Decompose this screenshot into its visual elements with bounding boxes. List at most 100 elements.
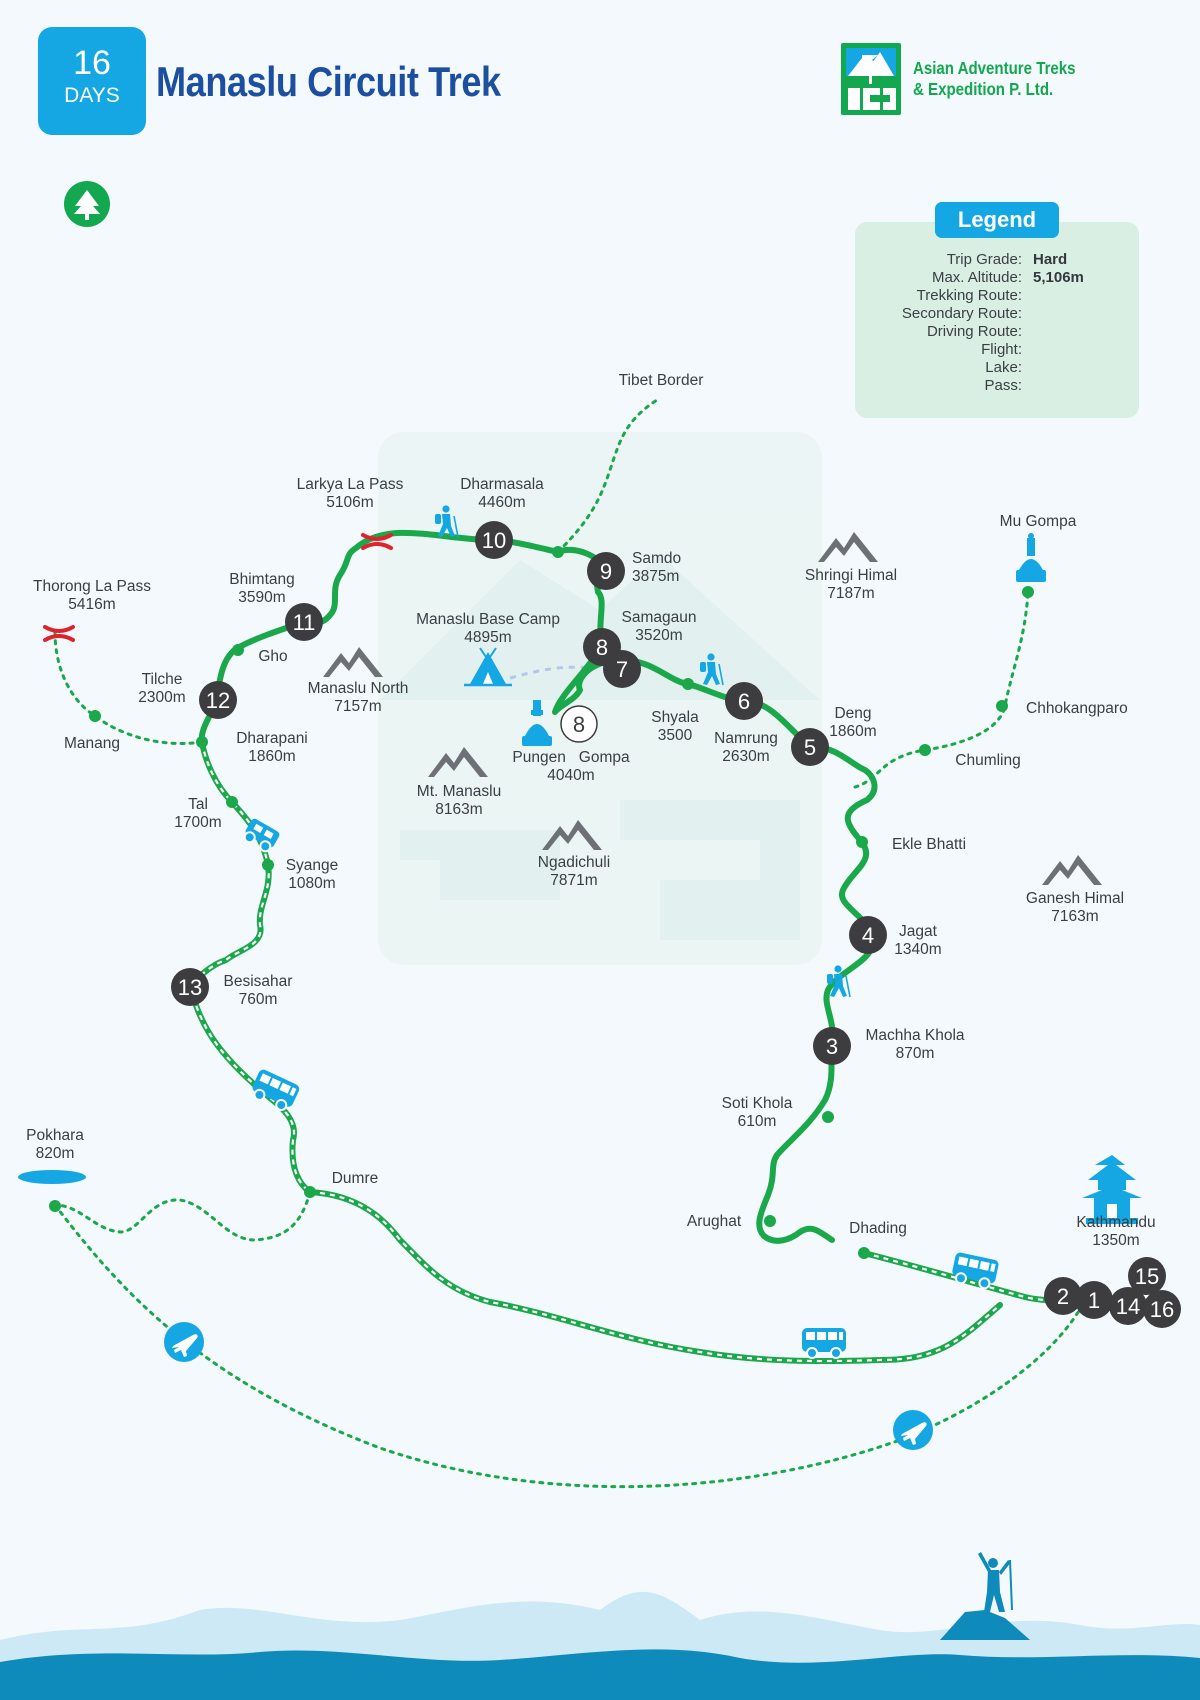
bottom-hills	[0, 1552, 1200, 1700]
day-marker-11: 11	[285, 603, 323, 641]
mountain-icon	[323, 647, 383, 677]
day-marker-16: 16	[1143, 1290, 1181, 1328]
company-name-line1: Asian Adventure Treks	[913, 58, 1076, 78]
svg-text:3: 3	[826, 1034, 838, 1059]
day-marker-6: 6	[725, 682, 763, 720]
climber-silhouette	[978, 1552, 1013, 1612]
mountain-icon	[818, 532, 878, 562]
mountain-icon	[1042, 855, 1102, 885]
svg-text:10: 10	[482, 528, 506, 553]
day-marker-1: 1	[1075, 1281, 1113, 1319]
day-marker-13: 13	[171, 968, 209, 1006]
days-badge: 16 DAYS	[38, 27, 146, 135]
svg-text:1: 1	[1088, 1288, 1100, 1313]
svg-text:5: 5	[804, 735, 816, 760]
days-unit: DAYS	[64, 84, 120, 107]
tree-icon	[64, 181, 110, 227]
bus-icon	[801, 1327, 847, 1359]
stupa-icon	[522, 700, 552, 746]
label-tibet-border: Tibet Border	[618, 372, 704, 389]
page-title: Manaslu Circuit Trek	[156, 58, 501, 105]
label-dhading: Dhading	[849, 1220, 907, 1237]
day-markers: 10 9 11 8 7 12 8 6 5 4 13 3 15 2 1 14 16	[171, 521, 1181, 1328]
day-marker-8-side: 8	[560, 705, 598, 743]
lake-icon	[18, 1170, 86, 1184]
day-marker-4: 4	[849, 916, 887, 954]
company-name-line2: & Expedition P. Ltd.	[913, 79, 1054, 99]
svg-text:4: 4	[862, 923, 874, 948]
secondary-routes	[53, 396, 1087, 1489]
day-marker-3: 3	[813, 1027, 851, 1065]
day-marker-15: 15	[1128, 1257, 1166, 1295]
svg-text:11: 11	[293, 610, 316, 635]
svg-text:8: 8	[573, 712, 585, 737]
legend-panel: Legend Trip Grade: Hard Max. Altitude: 5…	[855, 202, 1139, 418]
label-ekle-bhatti: Ekle Bhatti	[891, 836, 967, 853]
svg-text:7: 7	[616, 657, 628, 682]
company-name: Asian Adventure Treks & Expedition P. Lt…	[913, 58, 1076, 100]
svg-text:12: 12	[206, 688, 230, 713]
company-logo	[841, 43, 901, 115]
label-pungen-gompa: Pungen Gompa 4040m	[512, 749, 630, 784]
label-chhokangparo: Chhokangparo	[1026, 700, 1128, 717]
stupa-icon	[1016, 533, 1046, 582]
day-marker-2: 2	[1044, 1277, 1082, 1315]
legend-value-max-altitude: 5,106m	[1033, 269, 1084, 286]
tent-icon	[464, 647, 512, 687]
label-mu-gompa: Mu Gompa	[999, 513, 1077, 530]
label-gho: Gho	[258, 648, 288, 665]
day-marker-10: 10	[475, 521, 513, 559]
summit-rock	[940, 1610, 1030, 1640]
legend-title: Legend	[935, 202, 1059, 238]
plane-icon	[893, 1410, 933, 1450]
svg-text:9: 9	[600, 559, 612, 584]
legend-value-trip-grade: Hard	[1033, 251, 1068, 268]
label-manang: Manang	[63, 735, 121, 752]
day-marker-7: 7	[603, 650, 641, 688]
pass-icon	[43, 625, 75, 642]
svg-text:16: 16	[1150, 1297, 1174, 1322]
svg-text:15: 15	[1135, 1264, 1159, 1289]
jeep-icon	[243, 818, 280, 853]
svg-text:14: 14	[1116, 1294, 1140, 1319]
day-marker-14: 14	[1109, 1287, 1147, 1325]
plane-icon	[164, 1322, 204, 1362]
svg-text:2: 2	[1057, 1284, 1069, 1309]
svg-text:8: 8	[596, 635, 608, 660]
svg-text:13: 13	[178, 975, 202, 1000]
day-marker-9: 9	[587, 552, 625, 590]
days-number: 16	[73, 44, 111, 82]
label-dumre: Dumre	[331, 1170, 379, 1187]
day-marker-5: 5	[791, 728, 829, 766]
label-chumling: Chumling	[955, 752, 1021, 769]
svg-text:6: 6	[738, 689, 750, 714]
label-arughat: Arughat	[686, 1213, 742, 1230]
bus-icon	[247, 1067, 302, 1115]
waypoint-dots	[49, 546, 1034, 1259]
temple-icon	[1082, 1155, 1142, 1224]
day-marker-12: 12	[199, 681, 237, 719]
